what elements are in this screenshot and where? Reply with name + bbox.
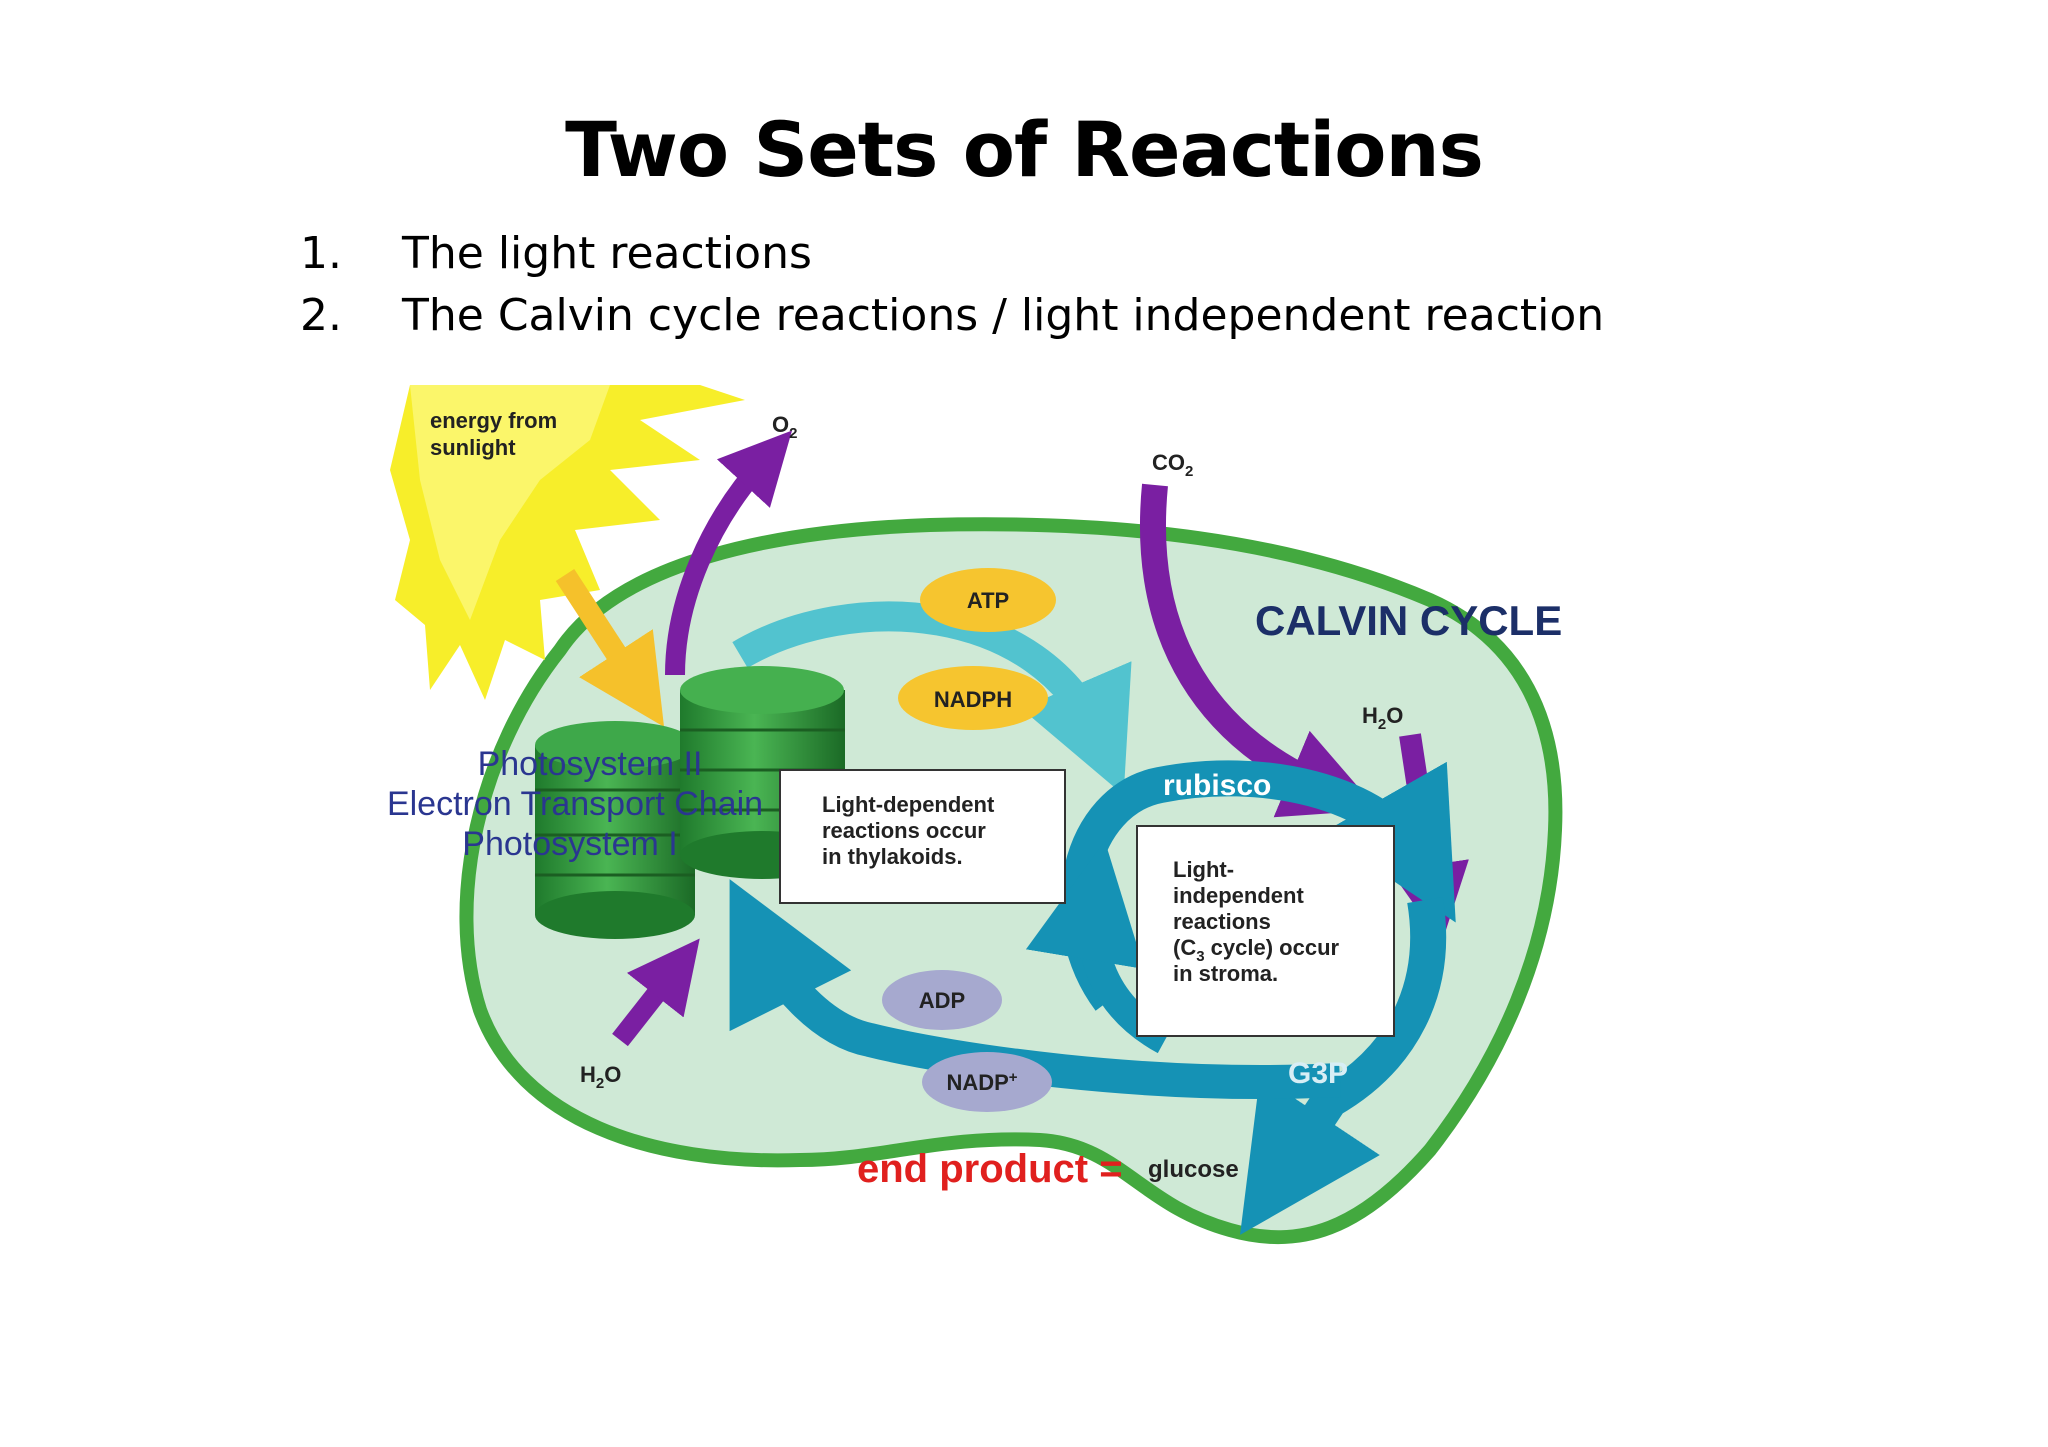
light-independent-text: Light-: [1173, 857, 1234, 882]
h2o-right-label: H2O: [1362, 703, 1403, 733]
co2-label: CO2: [1152, 450, 1193, 480]
list-text: The Calvin cycle reactions / light indep…: [402, 290, 1605, 341]
thylakoid-stack-back: [535, 721, 695, 939]
nadph-oval: [898, 666, 1048, 730]
nadp-oval: [922, 1052, 1052, 1112]
o2-arrow: [665, 430, 793, 676]
light-independent-text: reactions: [1173, 909, 1271, 934]
list-number: 1.: [300, 228, 342, 279]
g3p-label: G3P: [1288, 1057, 1348, 1090]
rubisco-label: rubisco: [1163, 769, 1271, 802]
h2o-left-label: H2O: [580, 1062, 621, 1092]
atp-oval: [920, 568, 1056, 632]
list-item: 2. The Calvin cycle reactions / light in…: [300, 290, 1604, 352]
h2o-left-arrow: [612, 938, 700, 1047]
photosystem-label: Electron Transport Chain: [387, 785, 763, 823]
slide-title: Two Sets of Reactions: [565, 105, 1484, 194]
list-text: The light reactions: [402, 228, 812, 279]
glucose-label: glucose: [1148, 1156, 1239, 1183]
light-independent-text: independent: [1173, 883, 1304, 908]
light-dependent-text: in thylakoids.: [822, 844, 963, 869]
adp-label: ADP: [919, 988, 965, 1013]
light-dependent-text: reactions occur: [822, 818, 986, 843]
sunlight-arrow: [555, 568, 665, 727]
nadph-label: NADPH: [934, 687, 1012, 712]
sun-label: energy from: [430, 408, 557, 433]
light-independent-text: in stroma.: [1173, 961, 1278, 986]
photosystem-label: Photosystem I: [462, 825, 677, 863]
list-item: 1. The light reactions: [300, 228, 1604, 290]
list-number: 2.: [300, 290, 342, 341]
adp-nadp-arrow: [729, 879, 1341, 1099]
sun-icon: [390, 385, 745, 700]
light-dependent-box: [779, 769, 1066, 904]
adp-oval: [882, 970, 1002, 1030]
photosystem-label: Photosystem II: [478, 745, 703, 783]
atp-label: ATP: [967, 588, 1009, 613]
end-product-label: end product =: [857, 1147, 1123, 1191]
o2-label: O2: [772, 412, 797, 442]
light-independent-text: (C3 cycle) occur: [1173, 935, 1340, 965]
light-dependent-text: Light-dependent: [822, 792, 995, 817]
calvin-cycle-ring-lower: [1240, 897, 1447, 1235]
nadp-label: NADP+: [946, 1069, 1017, 1095]
light-independent-box: [1136, 825, 1395, 1037]
sun-label: sunlight: [430, 435, 516, 460]
reaction-list: 1. The light reactions 2. The Calvin cyc…: [300, 228, 1604, 352]
calvin-cycle-label: CALVIN CYCLE: [1255, 597, 1562, 644]
